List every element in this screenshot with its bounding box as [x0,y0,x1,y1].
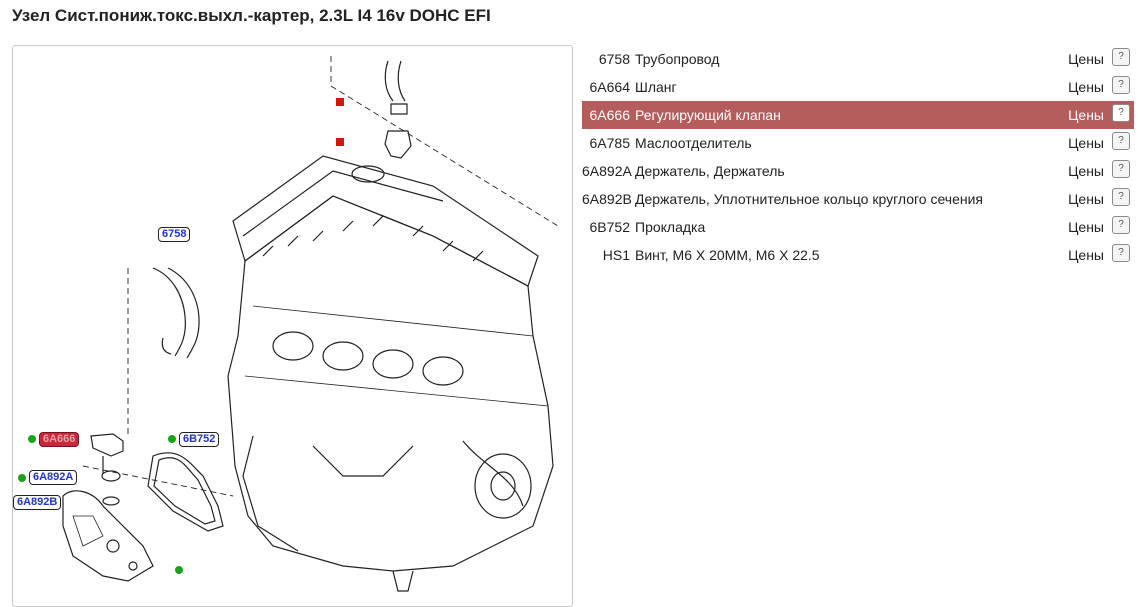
callout-6a666[interactable]: 6A666 [39,432,80,447]
part-name: Шланг [635,79,677,95]
price-info-icon[interactable]: ? [1112,244,1130,262]
price-info-icon[interactable]: ? [1112,48,1130,66]
part-code: 6758 [598,51,630,67]
part-row[interactable]: 6758 Трубопровод Цены ? [582,45,1134,73]
part-name: Регулирующий клапан [635,107,781,123]
part-name: Держатель, Держатель [635,163,785,179]
price-info-icon[interactable]: ? [1112,160,1130,178]
prices-link[interactable]: Цены [1068,135,1104,151]
prices-link[interactable]: Цены [1068,79,1104,95]
callout-6a892a[interactable]: 6A892A [29,470,78,485]
part-row[interactable]: HS1 Винт, M6 X 20MM, M6 X 22.5 Цены ? [582,241,1134,269]
green-marker-icon [168,435,176,443]
part-row[interactable]: 6A664 Шланг Цены ? [582,73,1134,101]
part-name: Прокладка [635,219,706,235]
part-name: Винт, M6 X 20MM, M6 X 22.5 [635,247,820,263]
green-marker-icon [18,474,26,482]
callout-6b752[interactable]: 6B752 [179,432,220,447]
price-info-icon[interactable]: ? [1112,188,1130,206]
part-code: 6A892A [582,163,632,179]
callout-6a892b[interactable]: 6A892B [13,495,62,510]
prices-link[interactable]: Цены [1068,163,1104,179]
red-marker-icon [336,138,344,146]
page-title: Узел Сист.пониж.токс.выхл.-картер, 2.3L … [12,6,491,25]
callout-6758[interactable]: 6758 [158,227,191,242]
part-row[interactable]: 6A892B Держатель, Уплотнительное кольцо … [582,185,1134,213]
part-row-selected[interactable]: 6A666 Регулирующий клапан Цены ? [582,101,1134,129]
prices-link[interactable]: Цены [1068,247,1104,263]
green-marker-icon [28,435,36,443]
price-info-icon[interactable]: ? [1112,104,1130,122]
prices-link[interactable]: Цены [1068,107,1104,123]
price-info-icon[interactable]: ? [1112,132,1130,150]
engine-illustration [62,56,559,592]
part-code: 6A785 [589,135,630,151]
part-code: HS1 [602,247,630,263]
part-row[interactable]: 6B752 Прокладка Цены ? [582,213,1134,241]
price-info-icon[interactable]: ? [1112,76,1130,94]
prices-link[interactable]: Цены [1068,219,1104,235]
part-name: Маслоотделитель [635,135,752,151]
part-code: 6B752 [589,219,630,235]
part-row[interactable]: 6A892A Держатель, Держатель Цены ? [582,157,1134,185]
part-code: 6A664 [589,79,630,95]
price-info-icon[interactable]: ? [1112,216,1130,234]
parts-diagram: 6758 6A666 6B752 6A892A 6A892B [12,45,573,607]
prices-link[interactable]: Цены [1068,191,1104,207]
prices-link[interactable]: Цены [1068,51,1104,67]
part-code: 6A892B [582,191,632,207]
green-marker-icon [175,566,183,574]
parts-list: 6758 Трубопровод Цены ? 6A664 Шланг Цены… [582,45,1134,269]
part-name: Трубопровод [635,51,720,67]
part-row[interactable]: 6A785 Маслоотделитель Цены ? [582,129,1134,157]
red-marker-icon [336,98,344,106]
part-code: 6A666 [589,107,630,123]
part-name: Держатель, Уплотнительное кольцо круглог… [635,191,983,207]
